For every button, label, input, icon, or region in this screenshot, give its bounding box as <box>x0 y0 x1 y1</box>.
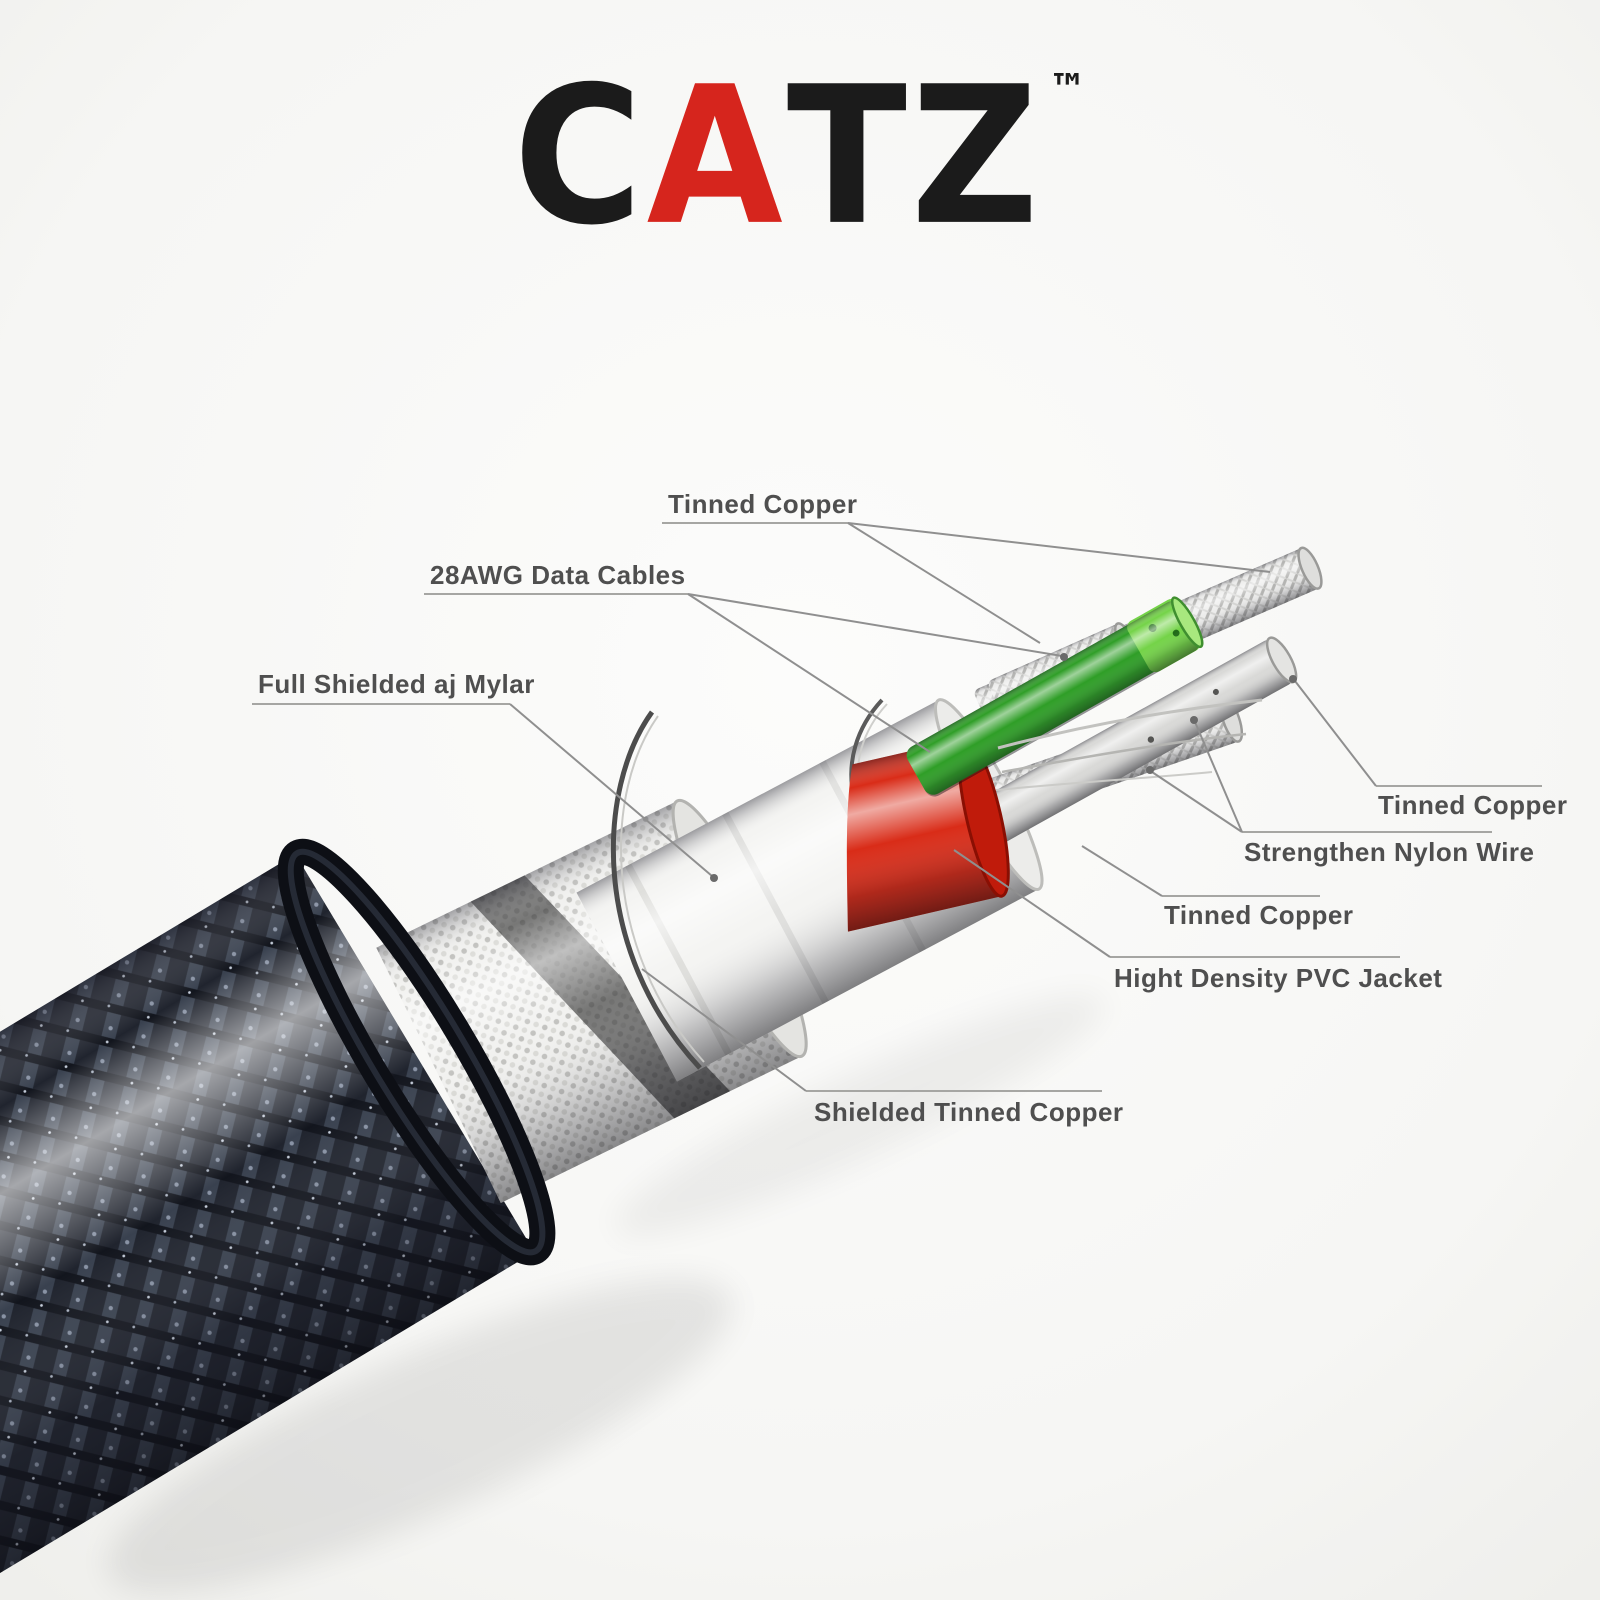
leader-dot <box>1289 675 1297 683</box>
leader-line <box>509 703 713 877</box>
callout-awg-data-cables: 28AWG Data Cables <box>424 560 1068 753</box>
nylon-thread <box>995 771 1213 791</box>
leader-line <box>1081 845 1163 897</box>
wire-speck <box>1147 736 1155 743</box>
leader-line <box>641 968 807 1092</box>
callout-tinned-copper-right: Tinned Copper <box>1289 675 1567 820</box>
label-pvc-jacket: Hight Density PVC Jacket <box>1114 963 1442 993</box>
logo-letter-c: C <box>513 45 647 268</box>
label-mylar-shield: Full Shielded aj Mylar <box>258 669 535 699</box>
wire-end-cap <box>1297 546 1323 590</box>
nylon-thread <box>1001 732 1247 774</box>
label-tinned-copper-top: Tinned Copper <box>668 489 857 519</box>
trademark-symbol: ™ <box>1048 65 1087 113</box>
label-shielded-tinned-copper: Shielded Tinned Copper <box>814 1097 1124 1127</box>
label-tinned-copper-mid: Tinned Copper <box>1164 900 1353 930</box>
cable-shadow <box>107 1278 733 1592</box>
leader-line <box>953 849 1111 958</box>
braid-shading <box>0 854 535 1600</box>
logo-letter-a-accent: A <box>646 45 787 268</box>
logo-letter-t: T <box>786 45 911 268</box>
leader-line <box>687 593 1063 657</box>
logo-letter-z: Z <box>910 45 1043 268</box>
nylon-thread <box>997 698 1263 750</box>
leader-line <box>1151 771 1243 833</box>
leader-line <box>847 522 1271 573</box>
braid-rim-highlight <box>287 848 546 1256</box>
callout-strengthen-nylon-wire: Strengthen Nylon Wire <box>1146 716 1535 867</box>
leader-line <box>847 522 1041 644</box>
braid-cut-rim <box>277 838 556 1266</box>
cable-shadow-small <box>614 994 1106 1236</box>
tinned-copper-wire-right <box>963 636 1298 851</box>
braided-nylon-jacket <box>0 854 535 1600</box>
green-end-cap <box>1170 596 1204 649</box>
wire-shading <box>963 639 1293 851</box>
leader-dot <box>1146 766 1154 774</box>
data-cable-green <box>906 596 1204 797</box>
callout-pvc-jacket: Hight Density PVC Jacket <box>953 849 1442 993</box>
leader-dot <box>1190 716 1198 724</box>
pvc-jacket-red <box>846 736 1010 932</box>
leader-line <box>687 593 931 753</box>
curled-strand <box>610 710 702 1070</box>
callout-tinned-copper-mid: Tinned Copper <box>1081 845 1353 930</box>
label-strengthen-nylon-wire: Strengthen Nylon Wire <box>1244 837 1535 867</box>
leader-dot <box>710 874 718 882</box>
callout-mylar-shield: Full Shielded aj Mylar <box>252 669 718 882</box>
label-tinned-copper-right: Tinned Copper <box>1378 790 1567 820</box>
leader-dot <box>1060 653 1068 661</box>
wire-speck <box>1212 688 1219 695</box>
leader-line <box>1294 680 1377 787</box>
callout-shielded-tinned-copper: Shielded Tinned Copper <box>641 968 1124 1127</box>
callout-tinned-copper-top: Tinned Copper <box>662 489 1271 644</box>
label-awg-data-cables: 28AWG Data Cables <box>430 560 686 590</box>
curled-strand-highlight <box>620 715 705 1063</box>
leader-line <box>1194 721 1243 833</box>
green-shading <box>906 601 1200 797</box>
